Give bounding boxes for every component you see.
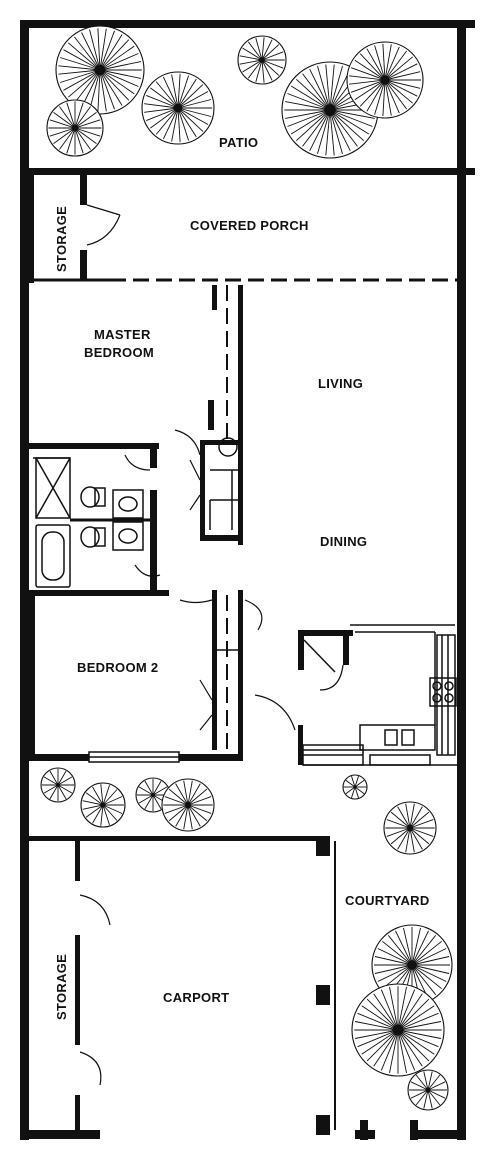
tree-icon (351, 983, 445, 1077)
tree-icon (40, 767, 76, 803)
interior-walls-top (29, 285, 243, 596)
tree-icon (161, 778, 215, 832)
tree-icon (346, 41, 424, 119)
label-living: LIVING (318, 376, 363, 391)
tree-icon (55, 25, 145, 115)
tree-icon (46, 99, 104, 157)
room-labels: PATIO STORAGE COVERED PORCH MASTER BEDRO… (54, 135, 430, 1020)
label-bedroom-2: BEDROOM 2 (77, 660, 158, 675)
label-covered-porch: COVERED PORCH (190, 218, 309, 233)
tree-icon (237, 35, 287, 85)
tree-icon (80, 782, 126, 828)
tree-icon (342, 774, 368, 800)
tree-icon (141, 71, 215, 145)
label-storage-top: STORAGE (54, 206, 69, 272)
label-master-bedroom-line1: MASTER (94, 327, 151, 342)
carport-walls (29, 836, 336, 1135)
interior-walls-middle (29, 590, 460, 766)
label-patio: PATIO (219, 135, 258, 150)
tree-icon (407, 1069, 449, 1111)
label-master-bedroom-line2: BEDROOM (84, 345, 154, 360)
tree-icon (383, 801, 437, 855)
label-dining: DINING (320, 534, 367, 549)
outer-walls (20, 20, 475, 1140)
label-storage-bottom: STORAGE (54, 954, 69, 1020)
label-courtyard: COURTYARD (345, 893, 430, 908)
label-carport: CARPORT (163, 990, 229, 1005)
patio-porch-walls (20, 168, 475, 283)
tree-icon-group (40, 25, 453, 1111)
